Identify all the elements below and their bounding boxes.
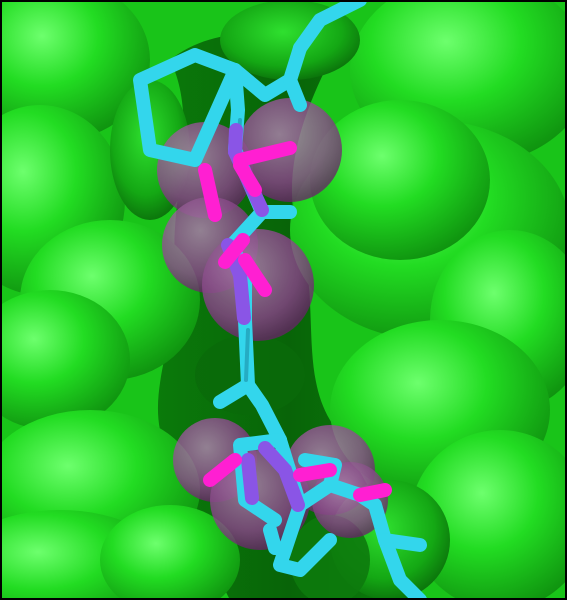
surface-right-lobes bbox=[220, 0, 567, 600]
highlight-sticks bbox=[198, 141, 392, 502]
surface-left-lobes bbox=[0, 0, 240, 600]
